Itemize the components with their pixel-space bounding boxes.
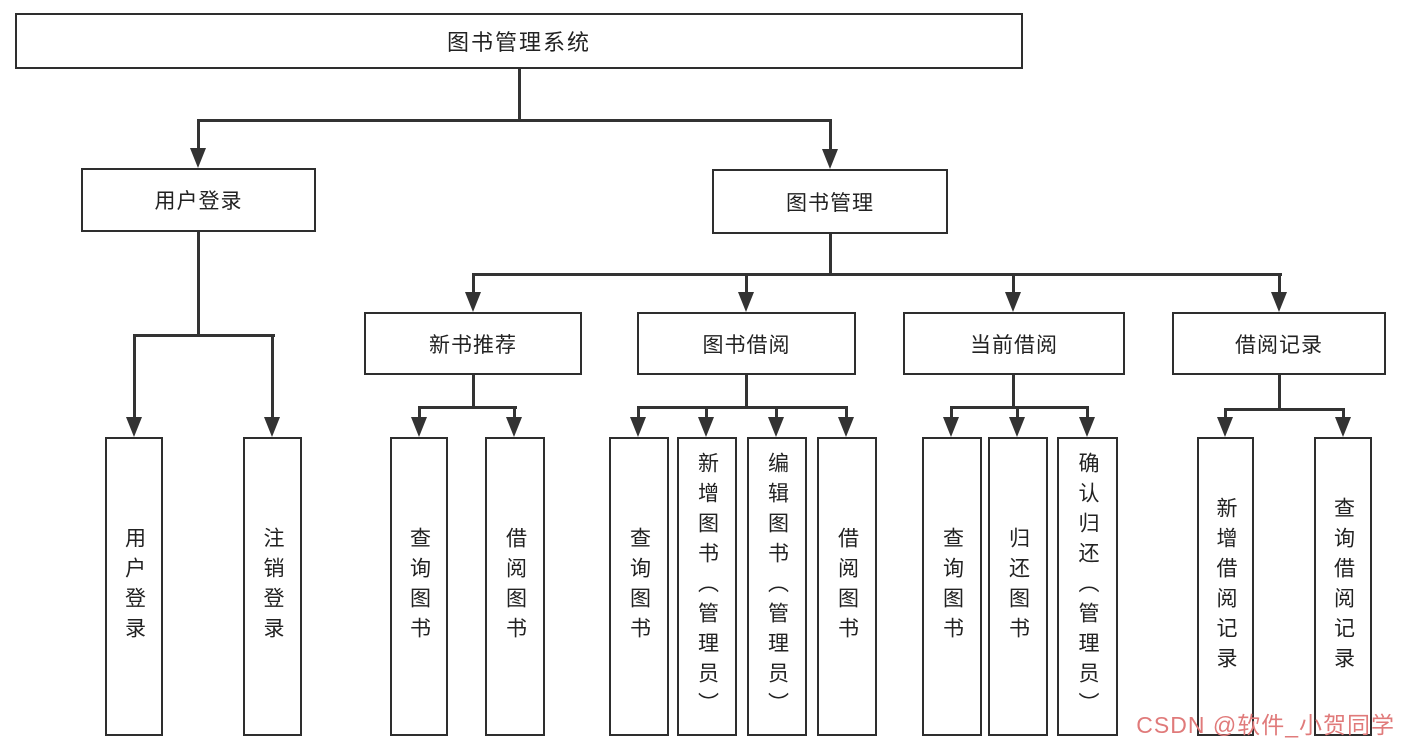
leaf-confirm-return-admin: 确认归还（管理员） <box>1057 437 1118 736</box>
leaf-query-books-borrow: 查询图书 <box>609 437 669 736</box>
connector-line <box>513 406 516 420</box>
connector-line <box>418 406 421 420</box>
connector-line <box>518 69 521 121</box>
connector-line <box>1016 406 1019 420</box>
arrow-down-icon <box>1079 417 1095 437</box>
connector-line <box>637 406 640 420</box>
arrow-down-icon <box>838 417 854 437</box>
csdn-watermark: CSDN @软件_小贺同学 <box>1136 712 1395 738</box>
connector-line <box>745 375 748 408</box>
arrow-down-icon <box>1217 417 1233 437</box>
connector-line <box>418 406 517 409</box>
arrow-down-icon <box>698 417 714 437</box>
arrow-down-icon <box>264 417 280 437</box>
connector-line <box>197 232 200 336</box>
leaf-add-books-admin: 新增图书（管理员） <box>677 437 737 736</box>
connector-line <box>197 119 832 122</box>
leaf-query-books-current: 查询图书 <box>922 437 982 736</box>
arrow-down-icon <box>630 417 646 437</box>
connector-line <box>950 406 1089 409</box>
leaf-return-books: 归还图书 <box>988 437 1048 736</box>
connector-line <box>1012 375 1015 408</box>
leaf-borrow-books: 借阅图书 <box>817 437 877 736</box>
leaf-borrow-books-recommend: 借阅图书 <box>485 437 545 736</box>
connector-line <box>1278 375 1281 410</box>
connector-line <box>133 334 275 337</box>
connector-line <box>745 273 748 295</box>
connector-line <box>705 406 708 420</box>
arrow-down-icon <box>822 149 838 169</box>
leaf-edit-books-admin: 编辑图书（管理员） <box>747 437 807 736</box>
connector-line <box>472 375 475 408</box>
connector-line <box>1012 273 1015 295</box>
connector-line <box>1278 273 1281 295</box>
connector-line <box>133 334 136 420</box>
connector-line <box>1342 408 1345 420</box>
node-book-management: 图书管理 <box>712 169 948 234</box>
arrow-down-icon <box>411 417 427 437</box>
connector-line <box>271 334 274 420</box>
connector-line <box>829 119 832 152</box>
leaf-query-borrow-record: 查询借阅记录 <box>1314 437 1372 736</box>
leaf-logout: 注销登录 <box>243 437 302 736</box>
connector-line <box>1224 408 1227 420</box>
arrow-down-icon <box>738 292 754 312</box>
connector-line <box>1224 408 1345 411</box>
arrow-down-icon <box>768 417 784 437</box>
leaf-add-borrow-record: 新增借阅记录 <box>1197 437 1254 736</box>
connector-line <box>472 273 475 295</box>
node-current-borrow: 当前借阅 <box>903 312 1125 375</box>
connector-line <box>472 273 1282 276</box>
connector-line <box>197 119 200 151</box>
connector-line <box>1086 406 1089 420</box>
arrow-down-icon <box>126 417 142 437</box>
node-library-management-system: 图书管理系统 <box>15 13 1023 69</box>
arrow-down-icon <box>190 148 206 168</box>
arrow-down-icon <box>1335 417 1351 437</box>
connector-line <box>775 406 778 420</box>
node-borrow-records: 借阅记录 <box>1172 312 1386 375</box>
connector-line <box>637 406 848 409</box>
arrow-down-icon <box>1271 292 1287 312</box>
leaf-query-books-recommend: 查询图书 <box>390 437 448 736</box>
arrow-down-icon <box>465 292 481 312</box>
leaf-user-login: 用户登录 <box>105 437 163 736</box>
arrow-down-icon <box>506 417 522 437</box>
connector-line <box>950 406 953 420</box>
arrow-down-icon <box>1009 417 1025 437</box>
arrow-down-icon <box>1005 292 1021 312</box>
node-user-login: 用户登录 <box>81 168 316 232</box>
arrow-down-icon <box>943 417 959 437</box>
connector-line <box>829 234 832 276</box>
node-book-borrow: 图书借阅 <box>637 312 856 375</box>
node-new-book-recommend: 新书推荐 <box>364 312 582 375</box>
connector-line <box>845 406 848 420</box>
